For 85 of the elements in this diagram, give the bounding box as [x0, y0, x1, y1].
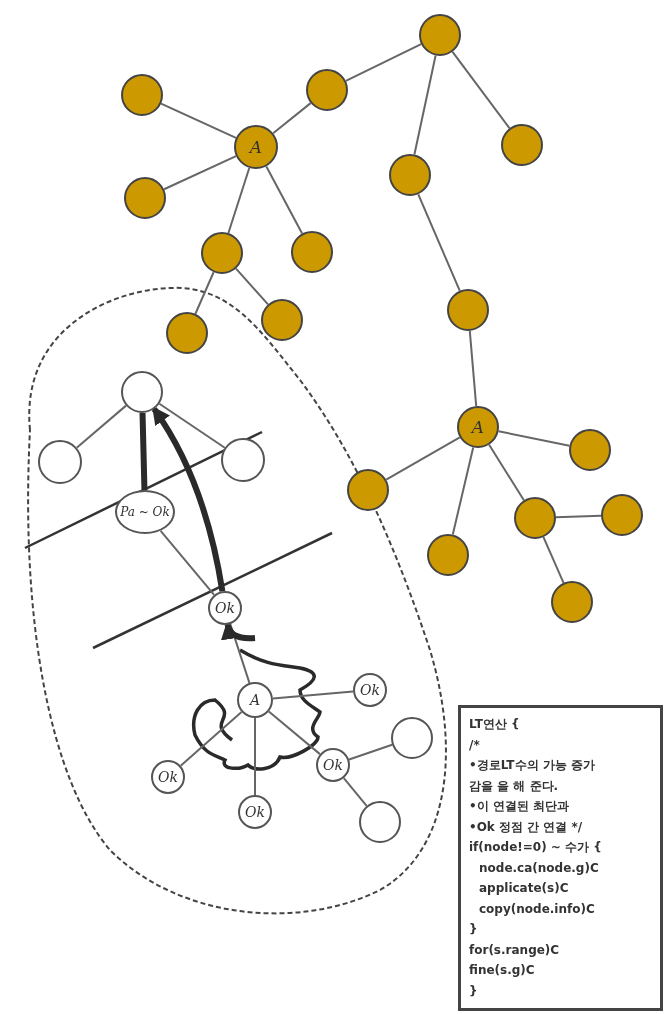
connector-line	[235, 267, 269, 306]
labeled-circle	[457, 406, 499, 448]
circle-node	[201, 232, 243, 274]
connector-line	[272, 102, 312, 135]
connector-line	[75, 404, 128, 449]
connector-line	[342, 777, 368, 807]
circle-node	[427, 534, 469, 576]
circle-node	[124, 177, 166, 219]
node-label: Ok	[215, 600, 235, 616]
code-line: •이 연결된 최단과	[469, 798, 571, 815]
code-line: }	[469, 982, 479, 1000]
connector-line	[271, 690, 355, 700]
connector-line	[160, 102, 237, 139]
connector-line	[468, 329, 478, 408]
circle-node	[419, 14, 461, 56]
circle-node	[501, 124, 543, 166]
code-line: fine(s.g)C	[469, 962, 536, 979]
code-line: /*	[469, 736, 481, 754]
connector-line	[227, 166, 251, 234]
connector-line	[158, 402, 226, 449]
circle-node	[569, 429, 611, 471]
connector-line	[488, 443, 525, 502]
node-label: A	[249, 137, 263, 157]
code-line: }	[469, 921, 479, 938]
connector-line	[194, 271, 215, 315]
node-label: Ok	[158, 769, 178, 785]
node-label: A	[249, 692, 261, 708]
connector-line	[417, 193, 461, 292]
labeled-circle	[151, 760, 185, 794]
circle-node	[121, 371, 163, 413]
circle-node	[166, 312, 208, 354]
connector-line	[179, 710, 243, 767]
connector-line	[348, 743, 394, 761]
circle-node	[306, 69, 348, 111]
code-line: 감을 을 해 준다.	[469, 777, 560, 795]
connector-line	[451, 50, 511, 130]
code-line: for(s.range)C	[469, 941, 561, 959]
connector-line	[451, 446, 475, 536]
connector-line	[385, 436, 461, 481]
circle-node	[389, 154, 431, 196]
circle-node	[514, 497, 556, 539]
node-label: Ok	[245, 804, 265, 820]
labeled-circle	[234, 125, 278, 169]
code-line: if(node!=0) ~ 수가 {	[469, 839, 603, 856]
node-label: Pa ~ Ok	[120, 505, 170, 519]
circle-node	[291, 231, 333, 273]
labeled-circle	[115, 490, 175, 534]
connector-line	[344, 43, 423, 82]
connector-line	[229, 623, 251, 684]
circle-node	[121, 74, 163, 116]
connector-line	[139, 412, 148, 491]
labeled-circle	[316, 748, 350, 782]
code-box	[458, 705, 663, 1011]
code-line: LT연산 {	[469, 716, 521, 733]
code-line: •Ok 정점 간 연결 */	[469, 818, 584, 836]
connector-line	[267, 710, 321, 756]
code-line: •경로LT수의 가능 증가	[469, 757, 596, 774]
code-line: copy(node.info)C	[478, 900, 596, 918]
circle-node	[38, 440, 82, 484]
circle-node	[347, 469, 389, 511]
node-label: Ok	[323, 757, 343, 773]
labeled-circle	[238, 795, 272, 829]
node-label: Ok	[360, 682, 380, 698]
circle-node	[261, 299, 303, 341]
connector-line	[497, 430, 571, 447]
circle-node	[359, 801, 401, 843]
labeled-circle	[237, 682, 273, 718]
connector-line	[413, 54, 437, 156]
connector-line	[159, 529, 216, 596]
circle-node	[447, 289, 489, 331]
labeled-circle	[208, 591, 242, 625]
connector-line	[542, 536, 565, 584]
code-line: node.ca(node.g)C	[478, 859, 600, 877]
node-label: A	[471, 417, 485, 437]
connector-line	[254, 717, 256, 796]
circle-node	[391, 717, 433, 759]
connector-line	[265, 165, 304, 235]
circle-node	[601, 494, 643, 536]
labeled-circle	[353, 673, 387, 707]
circle-node	[551, 581, 593, 623]
code-line: applicate(s)C	[478, 880, 570, 897]
arrow	[151, 406, 226, 592]
connector-line	[163, 155, 237, 191]
circle-node	[221, 438, 265, 482]
connector-line	[555, 514, 602, 519]
